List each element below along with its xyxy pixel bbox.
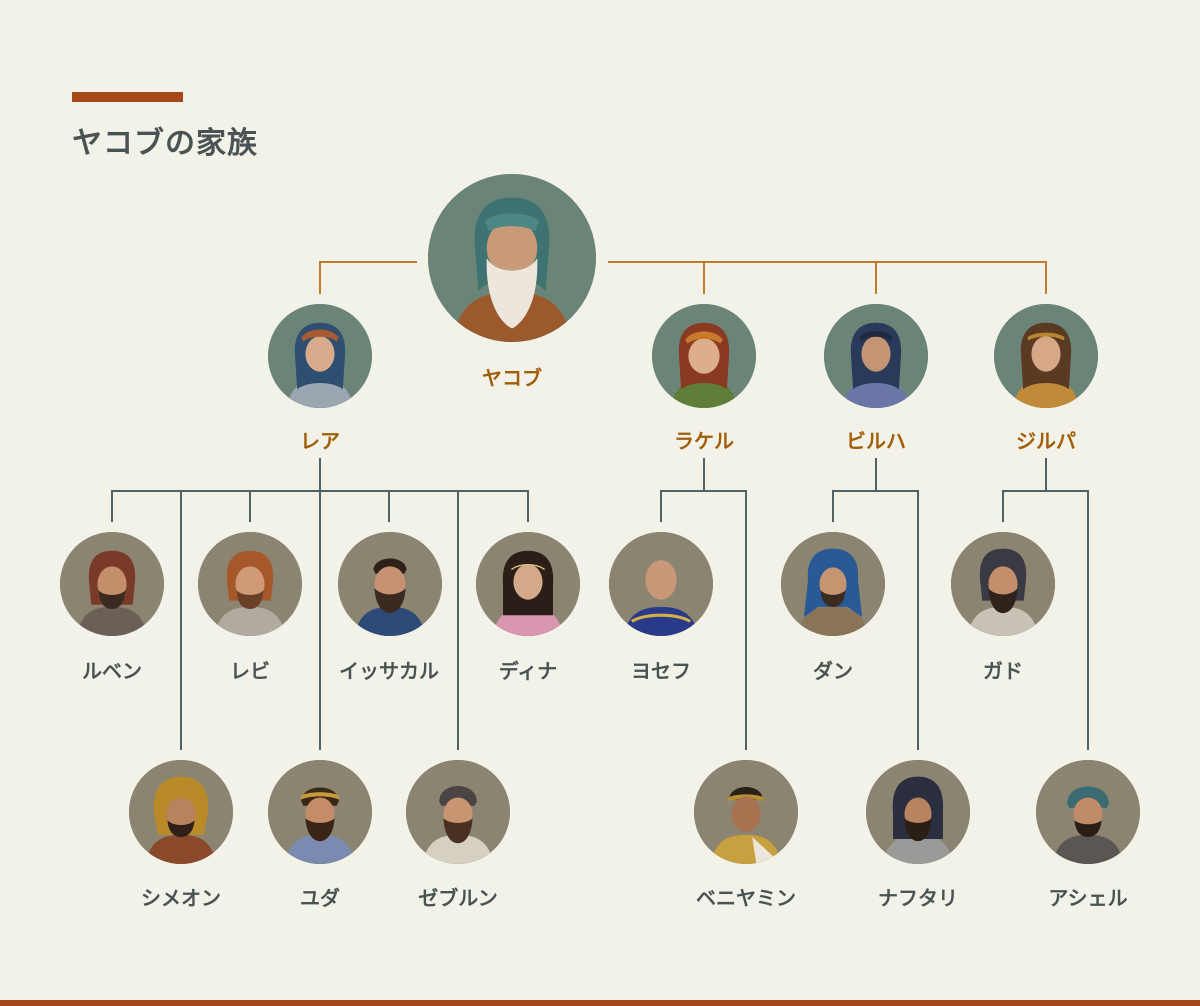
- issachar-name: イッサカル: [339, 659, 439, 683]
- levi-name: レビ: [230, 659, 270, 683]
- rachel-portrait: [652, 304, 756, 408]
- bilhah-name: ビルハ: [846, 429, 906, 453]
- benjamin-name: ベニヤミン: [696, 886, 796, 910]
- issachar-portrait: [338, 532, 442, 636]
- leah-portrait: [268, 304, 372, 408]
- jacob-portrait: [428, 174, 596, 342]
- simeon-name: シメオン: [141, 886, 221, 910]
- man-portrait-icon: [609, 532, 713, 636]
- man-portrait-icon: [406, 760, 510, 864]
- man-portrait-icon: [60, 532, 164, 636]
- reuben-name: ルベン: [82, 659, 142, 683]
- dan-portrait: [781, 532, 885, 636]
- page-title: ヤコブの家族: [72, 126, 258, 161]
- zilpah-portrait: [994, 304, 1098, 408]
- dinah-portrait: [476, 532, 580, 636]
- woman-portrait-icon: [268, 304, 372, 408]
- gad-name: ガド: [983, 659, 1023, 683]
- child-connectors: [111, 458, 1089, 750]
- parent-connectors: [319, 261, 1047, 294]
- leah-name: レア: [300, 429, 340, 453]
- reuben-portrait: [60, 532, 164, 636]
- dinah-name: ディナ: [498, 659, 558, 683]
- man-portrait-icon: [268, 760, 372, 864]
- man-portrait-icon: [951, 532, 1055, 636]
- levi-portrait: [198, 532, 302, 636]
- zebulun-portrait: [406, 760, 510, 864]
- old-bearded-man-portrait-icon: [428, 174, 596, 342]
- judah-portrait: [268, 760, 372, 864]
- man-portrait-icon: [129, 760, 233, 864]
- joseph-portrait: [609, 532, 713, 636]
- judah-name: ユダ: [300, 886, 340, 910]
- bottom-accent-bar: [0, 1000, 1200, 1006]
- zebulun-name: ゼブルン: [418, 886, 498, 910]
- naphtali-portrait: [866, 760, 970, 864]
- man-portrait-icon: [1036, 760, 1140, 864]
- man-portrait-icon: [198, 532, 302, 636]
- dan-name: ダン: [813, 659, 853, 683]
- jacob-name: ヤコブ: [482, 366, 542, 390]
- woman-portrait-icon: [824, 304, 928, 408]
- zilpah-name: ジルパ: [1016, 429, 1076, 453]
- naphtali-name: ナフタリ: [878, 886, 958, 910]
- man-portrait-icon: [781, 532, 885, 636]
- joseph-name: ヨセフ: [631, 659, 691, 683]
- asher-portrait: [1036, 760, 1140, 864]
- rachel-name: ラケル: [674, 429, 734, 453]
- woman-portrait-icon: [476, 532, 580, 636]
- bilhah-portrait: [824, 304, 928, 408]
- man-portrait-icon: [338, 532, 442, 636]
- title-accent-bar: [72, 92, 183, 102]
- man-portrait-icon: [694, 760, 798, 864]
- benjamin-portrait: [694, 760, 798, 864]
- woman-portrait-icon: [652, 304, 756, 408]
- gad-portrait: [951, 532, 1055, 636]
- woman-portrait-icon: [994, 304, 1098, 408]
- man-portrait-icon: [866, 760, 970, 864]
- asher-name: アシェル: [1048, 886, 1128, 910]
- simeon-portrait: [129, 760, 233, 864]
